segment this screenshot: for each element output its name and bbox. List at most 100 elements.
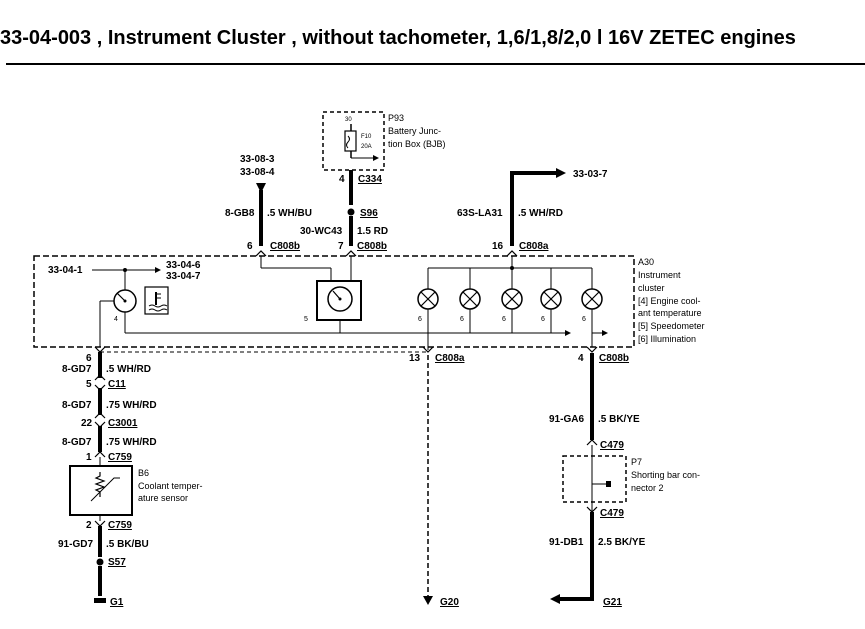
c808a-pin-16: 16 xyxy=(492,241,504,252)
lamp-1: 6 xyxy=(417,268,439,347)
c479-top-label: C479 xyxy=(600,440,624,451)
fuse-icon xyxy=(344,130,357,152)
c759-bot-pin: 2 xyxy=(86,520,92,531)
c11-label: C11 xyxy=(108,379,126,390)
splice-s96-label: S96 xyxy=(360,208,378,219)
arrow-right-icon xyxy=(565,330,571,336)
p7-name-1: Shorting bar con- xyxy=(631,470,700,480)
c808a-label-16: C808a xyxy=(519,241,549,252)
arrow-left-icon xyxy=(550,594,560,604)
wire-8-gd7-b-code: 8-GD7 xyxy=(62,400,92,411)
lamp-4: 6 xyxy=(540,268,562,333)
ref-33-08-3: 33-08-3 xyxy=(240,154,275,165)
ref-33-03-7: 33-03-7 xyxy=(573,169,608,180)
wire-8-gd7-a-code: 8-GD7 xyxy=(62,364,92,375)
thermistor-icon xyxy=(94,472,106,497)
wire-8-gd7-c-code: 8-GD7 xyxy=(62,437,92,448)
ground-icon xyxy=(94,598,106,603)
c808b-pin-4: 4 xyxy=(578,353,584,364)
cluster-legend-5: [5] Speedometer xyxy=(638,321,705,331)
ground-g1: G1 xyxy=(110,597,124,608)
p7-name-2: nector 2 xyxy=(631,483,664,493)
c3001-pin: 22 xyxy=(81,418,93,429)
ground-g21-harness: 4 C808b 91-GA6 .5 BK/YE C479 P7 Shorting… xyxy=(549,346,700,608)
fuse-amps: 20A xyxy=(361,144,372,150)
wire-91-db1-spec: 2.5 BK/YE xyxy=(598,537,646,548)
p7-ref: P7 xyxy=(631,457,642,467)
lamp-1-pin: 6 xyxy=(418,316,422,323)
wire-63s-la31-spec: .5 WH/RD xyxy=(518,208,563,219)
c759-top-label: C759 xyxy=(108,452,132,463)
bjb-name-2: tion Box (BJB) xyxy=(388,139,446,149)
ref-33-04-7: 33-04-7 xyxy=(166,271,201,282)
cluster-name-2: cluster xyxy=(638,283,665,293)
lamp-2-pin: 6 xyxy=(460,316,464,323)
ref-33-08-4: 33-08-4 xyxy=(240,167,275,178)
cluster-ref: A30 xyxy=(638,257,654,267)
cluster-name-1: Instrument xyxy=(638,270,681,280)
lamp-3: 6 xyxy=(501,268,523,333)
sensor-name-1: Coolant temper- xyxy=(138,481,203,491)
wire-8-gd7-a-spec: .5 WH/RD xyxy=(106,364,151,375)
wire-91-ga6-code: 91-GA6 xyxy=(549,414,584,425)
wire-8-gd7-b-spec: .75 WH/RD xyxy=(106,400,157,411)
arrow-right-icon xyxy=(602,330,608,336)
splice-s57-label: S57 xyxy=(108,557,126,568)
splice-s57-dot xyxy=(96,558,104,566)
c808b-pin-7: 7 xyxy=(338,241,344,252)
page-title: 33-04-003 , Instrument Cluster , without… xyxy=(0,27,796,49)
arrow-down-icon xyxy=(256,183,266,193)
fuse-number: F10 xyxy=(361,134,372,140)
wire-91-db1-code: 91-DB1 xyxy=(549,537,584,548)
arrow-right-icon xyxy=(155,267,161,273)
lamp-4-pin: 6 xyxy=(541,316,545,323)
lamp-5-pin: 6 xyxy=(582,316,586,323)
wire-8-gb8: 33-08-3 33-08-4 8-GB8 .5 WH/BU 6 C808b xyxy=(225,154,312,252)
cluster-outline xyxy=(33,255,635,348)
arrow-right-icon xyxy=(556,168,566,178)
wire-8-gb8-code: 8-GB8 xyxy=(225,208,255,219)
speedometer-box xyxy=(316,280,362,321)
instrument-cluster: 33-04-1 33-04-6 33-04-7 4 5 xyxy=(33,255,705,350)
c808a-pin-13: 13 xyxy=(409,353,421,364)
lamp-3-pin: 6 xyxy=(502,316,506,323)
ground-g20-harness: 13 C808a G20 xyxy=(409,346,465,608)
splice-s96-dot xyxy=(347,208,355,216)
wire-91-gd7-code: 91-GD7 xyxy=(58,539,93,550)
lamp-2: 6 xyxy=(459,268,481,333)
c808b-pin-left: 6 xyxy=(86,353,92,364)
wire-8-gb8-spec: .5 WH/BU xyxy=(267,208,312,219)
wire-30-wc43: S96 30-WC43 1.5 RD 7 C808b xyxy=(300,170,388,252)
shorting-bar-box xyxy=(562,455,627,503)
ref-33-04-6: 33-04-6 xyxy=(166,260,201,271)
c808b-label-6: C808b xyxy=(270,241,300,252)
c479-bot-label: C479 xyxy=(600,508,624,519)
cluster-legend-4a: [4] Engine cool- xyxy=(638,296,701,306)
sensor-ref: B6 xyxy=(138,468,149,478)
c808b-label-4: C808b xyxy=(599,353,629,364)
coolant-sensor-harness: 6 8-GD7 .5 WH/RD 5 C11 8-GD7 .75 WH/RD 2… xyxy=(58,346,428,608)
cluster-legend-4b: ant temperature xyxy=(638,308,702,318)
c808b-label-7: C808b xyxy=(357,241,387,252)
wire-91-gd7-spec: .5 BK/BU xyxy=(106,539,149,550)
c759-bot-label: C759 xyxy=(108,520,132,531)
c11-pin: 5 xyxy=(86,379,92,390)
ground-arrow-icon xyxy=(423,596,433,605)
arrow-icon xyxy=(373,155,379,161)
c808b-pin-6: 6 xyxy=(247,241,253,252)
lamp-5: 6 xyxy=(581,268,603,347)
wire-30-wc43-code: 30-WC43 xyxy=(300,226,343,237)
c3001-label: C3001 xyxy=(108,418,138,429)
c808a-label-13: C808a xyxy=(435,353,465,364)
c334-label: C334 xyxy=(358,174,382,185)
ground-g21: G21 xyxy=(603,597,622,608)
ref-33-04-1: 33-04-1 xyxy=(48,265,83,276)
bjb-outline xyxy=(322,111,385,171)
bjb-ref: P93 xyxy=(388,113,404,123)
wire-91-ga6-spec: .5 BK/YE xyxy=(598,414,640,425)
cluster-legend-6: [6] Illumination xyxy=(638,334,696,344)
speedometer-icon xyxy=(327,286,353,312)
wire-30-wc43-spec: 1.5 RD xyxy=(357,226,388,237)
